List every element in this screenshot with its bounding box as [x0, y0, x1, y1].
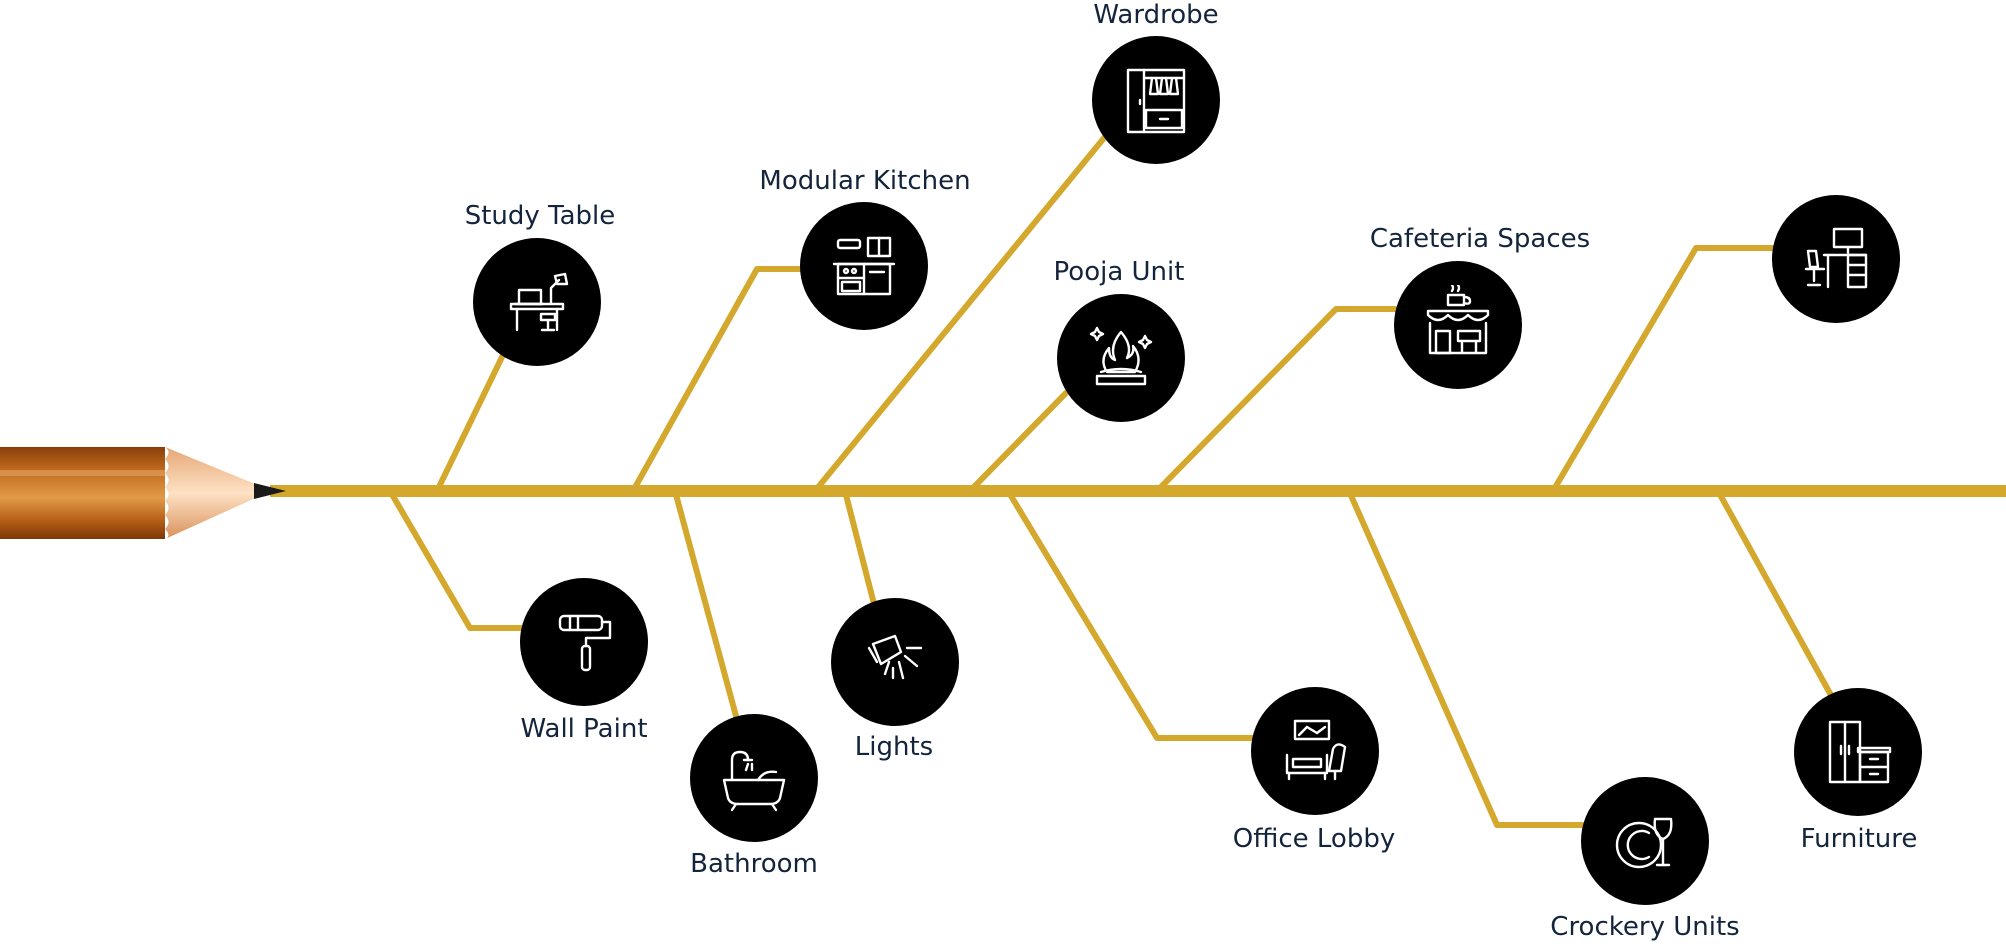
branch-line-crockery-units — [1346, 489, 1646, 844]
node-study-table[interactable] — [473, 238, 601, 366]
paint-roller-icon — [558, 614, 612, 672]
label-wardrobe: Wardrobe — [1093, 0, 1219, 30]
label-modular-kitchen: Modular Kitchen — [759, 166, 971, 196]
label-bathroom: Bathroom — [690, 849, 818, 879]
node-lights[interactable] — [831, 598, 959, 726]
kitchen-icon — [832, 236, 896, 296]
cafe-icon — [1426, 285, 1490, 355]
node-wardrobe[interactable] — [1092, 36, 1220, 164]
label-crockery-units: Crockery Units — [1550, 912, 1740, 942]
node-bathroom[interactable] — [690, 714, 818, 842]
label-wall-paint: Wall Paint — [520, 714, 648, 744]
cabinet-icon — [1828, 720, 1892, 784]
label-lights: Lights — [854, 732, 934, 762]
node-office-lobby[interactable] — [1251, 687, 1379, 815]
node-workstation[interactable] — [1772, 195, 1900, 323]
label-furniture: Furniture — [1800, 824, 1918, 854]
label-cafeteria-spaces: Cafeteria Spaces — [1369, 224, 1591, 254]
lobby-sofa-icon — [1285, 719, 1347, 781]
spotlight-icon — [867, 634, 923, 680]
workstation-icon — [1804, 227, 1868, 289]
bathtub-icon — [722, 750, 786, 812]
label-study-table: Study Table — [464, 201, 616, 231]
node-modular-kitchen[interactable] — [800, 202, 928, 330]
wardrobe-icon — [1126, 68, 1186, 134]
node-crockery-units[interactable] — [1581, 777, 1709, 905]
plate-glass-icon — [1615, 817, 1673, 869]
label-pooja-unit: Pooja Unit — [1053, 257, 1185, 287]
label-office-lobby: Office Lobby — [1232, 824, 1396, 854]
node-pooja-unit[interactable] — [1057, 294, 1185, 422]
pooja-fire-icon — [1089, 326, 1153, 386]
study-desk-icon — [509, 272, 569, 332]
node-furniture[interactable] — [1794, 688, 1922, 816]
pencil-icon — [0, 447, 286, 539]
node-cafeteria-spaces[interactable] — [1394, 261, 1522, 389]
node-wall-paint[interactable] — [520, 578, 648, 706]
